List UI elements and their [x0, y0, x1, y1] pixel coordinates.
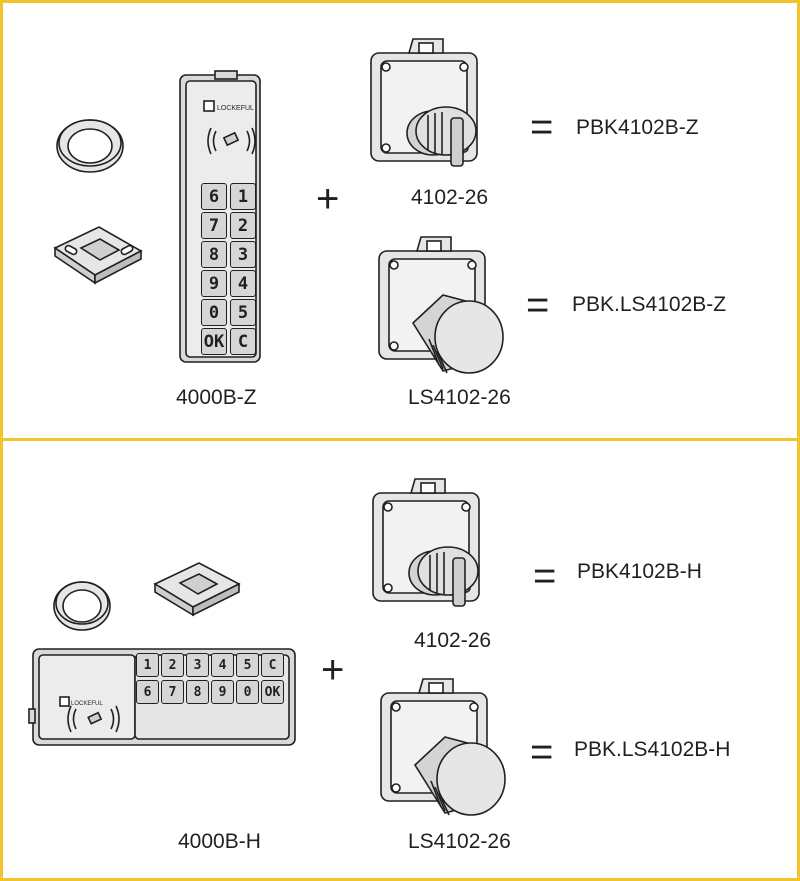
keypad-key: 4	[230, 270, 256, 297]
result-part-number: PBK4102B-H	[577, 560, 702, 583]
keypad-key: 5	[236, 653, 259, 677]
keypad-key: 0	[201, 299, 227, 326]
keypad-key: C	[261, 653, 284, 677]
rfid-wave-icon	[207, 127, 256, 155]
lock-label: LS4102-26	[408, 830, 511, 853]
lock-label: 4102-26	[411, 186, 489, 209]
keypad-key: 4	[211, 653, 234, 677]
keypad-key: 2	[230, 212, 256, 239]
lock-label: LS4102-26	[408, 386, 511, 409]
top-combination-panel: LOCKEFUL	[0, 0, 800, 441]
keypad-key: 3	[230, 241, 256, 268]
cam-lock-round-knob-icon	[380, 678, 506, 816]
plus-sign: +	[321, 648, 345, 692]
keypad-key: 1	[230, 183, 256, 210]
keypad-key: 9	[211, 680, 234, 704]
equals-sign: =	[530, 730, 554, 774]
equals-sign: =	[530, 105, 554, 149]
ring-washer-icon	[56, 119, 124, 173]
keypad-key: 8	[201, 241, 227, 268]
mounting-bracket-icon	[53, 226, 143, 285]
keypad-key: 6	[201, 183, 227, 210]
equals-sign: =	[526, 283, 550, 327]
svg-text:LOCKEFUL: LOCKEFUL	[217, 105, 254, 112]
keypad-key: 7	[201, 212, 227, 239]
equals-sign: =	[533, 554, 557, 598]
keypad-label: 4000B-Z	[176, 386, 257, 409]
keypad-key: 6	[136, 680, 159, 704]
top-panel-illustration: LOCKEFUL	[53, 38, 504, 374]
keypad-key: 2	[161, 653, 184, 677]
keypad-key: 0	[236, 680, 259, 704]
cam-lock-round-knob-icon	[378, 236, 504, 374]
keypad-key: C	[230, 328, 256, 355]
keypad-key: 1	[136, 653, 159, 677]
keypad-key: OK	[261, 680, 284, 704]
result-part-number: PBK.LS4102B-Z	[572, 293, 727, 316]
keypad-key: 9	[201, 270, 227, 297]
ring-washer-icon	[53, 581, 111, 631]
keypad-key: OK	[201, 328, 227, 355]
lock-label: 4102-26	[414, 629, 492, 652]
keypad-key: 3	[186, 653, 209, 677]
keypad-key: 8	[186, 680, 209, 704]
cam-lock-knob-icon	[372, 478, 480, 607]
bottom-combination-panel: LOCKEFUL	[0, 438, 800, 881]
result-part-number: PBK.LS4102B-H	[574, 738, 731, 761]
svg-text:LOCKEFUL: LOCKEFUL	[71, 701, 103, 707]
bottom-panel-illustration: LOCKEFUL	[28, 478, 506, 816]
mounting-bracket-icon	[153, 562, 241, 617]
rfid-wave-icon	[67, 705, 120, 733]
cam-lock-knob-icon	[370, 38, 478, 167]
keypad-label: 4000B-H	[178, 830, 261, 853]
result-part-number: PBK4102B-Z	[576, 116, 699, 139]
keypad-key: 7	[161, 680, 184, 704]
keypad-key: 5	[230, 299, 256, 326]
plus-sign: +	[316, 177, 340, 221]
